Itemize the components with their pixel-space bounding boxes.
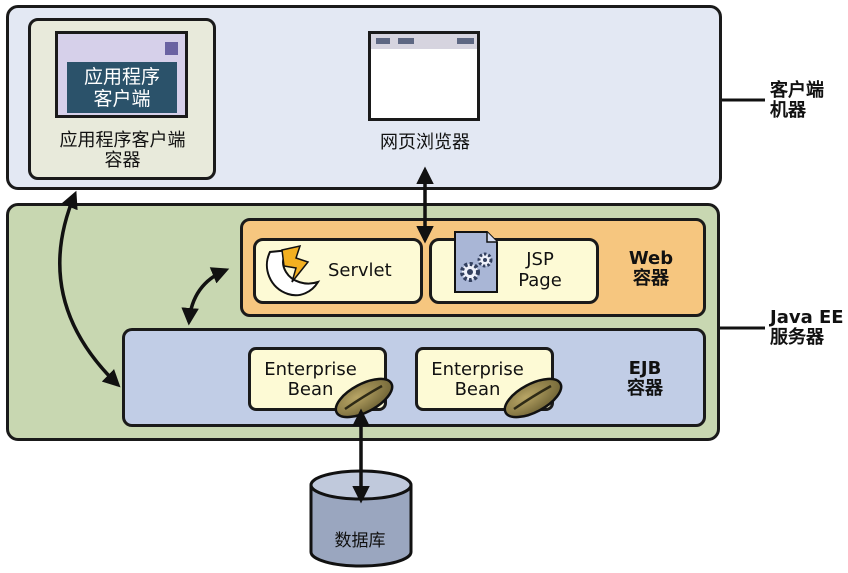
enterprise-bean-1-label: Enterprise Bean	[248, 360, 373, 400]
servlet-label: Servlet	[328, 260, 392, 281]
servlet-icon	[265, 244, 321, 297]
bean-icon	[503, 377, 563, 419]
window-control-icon	[165, 42, 178, 55]
jsp-page-label-line2: Page	[518, 270, 562, 291]
browser-tab-icon	[376, 38, 390, 44]
ejb-container-label-line2: 容器	[627, 378, 663, 399]
app-client-label-line1: 应用程序	[83, 65, 160, 88]
client-machine-label-line1: 客户端	[770, 80, 824, 101]
app-client-container-label: 应用程序客户端 容器	[40, 131, 205, 171]
app-client-container-label-line2: 容器	[104, 150, 141, 171]
enterprise-bean-1-label-line1: Enterprise	[264, 359, 357, 380]
browser-titlebar	[371, 34, 477, 49]
app-client-to-ejb-arrow	[58, 190, 121, 388]
ejb-container-label: EJB 容器	[617, 359, 673, 399]
client-machine-label: 客户端 机器	[770, 81, 824, 121]
jsp-page-icon	[454, 231, 498, 293]
jsp-page-label: JSP Page	[503, 249, 577, 291]
enterprise-bean-2-label-line1: Enterprise	[431, 359, 524, 380]
java-ee-server-label: Java EE 服务器	[770, 308, 844, 348]
app-client-label-line2: 客户端	[93, 87, 151, 110]
jsp-page-label-line1: JSP	[526, 249, 554, 270]
web-to-ejb-arrow	[181, 267, 230, 326]
servlet-component	[253, 238, 423, 304]
enterprise-bean-2-label: Enterprise Bean	[415, 360, 540, 400]
enterprise-bean-1-label-line2: Bean	[287, 379, 334, 400]
java-ee-server-label-line1: Java EE	[770, 307, 844, 328]
enterprise-bean-2-label-line2: Bean	[454, 379, 501, 400]
browser-tab-icon	[398, 38, 414, 44]
browser-tab-icon	[457, 38, 474, 44]
client-machine-label-line2: 机器	[770, 100, 806, 121]
java-ee-server-label-line2: 服务器	[770, 327, 824, 348]
web-container-label: Web 容器	[620, 249, 682, 289]
app-client: 应用程序 客户端	[67, 62, 177, 113]
ejb-container	[122, 328, 706, 427]
web-container-label-line2: 容器	[633, 268, 669, 289]
ejb-container-label-line1: EJB	[628, 358, 662, 379]
web-browser-label: 网页浏览器	[380, 132, 470, 153]
app-client-container-label-line1: 应用程序客户端	[59, 130, 186, 151]
bean-icon	[334, 377, 394, 419]
database-label: 数据库	[334, 531, 386, 551]
web-container-label-line1: Web	[628, 248, 674, 269]
